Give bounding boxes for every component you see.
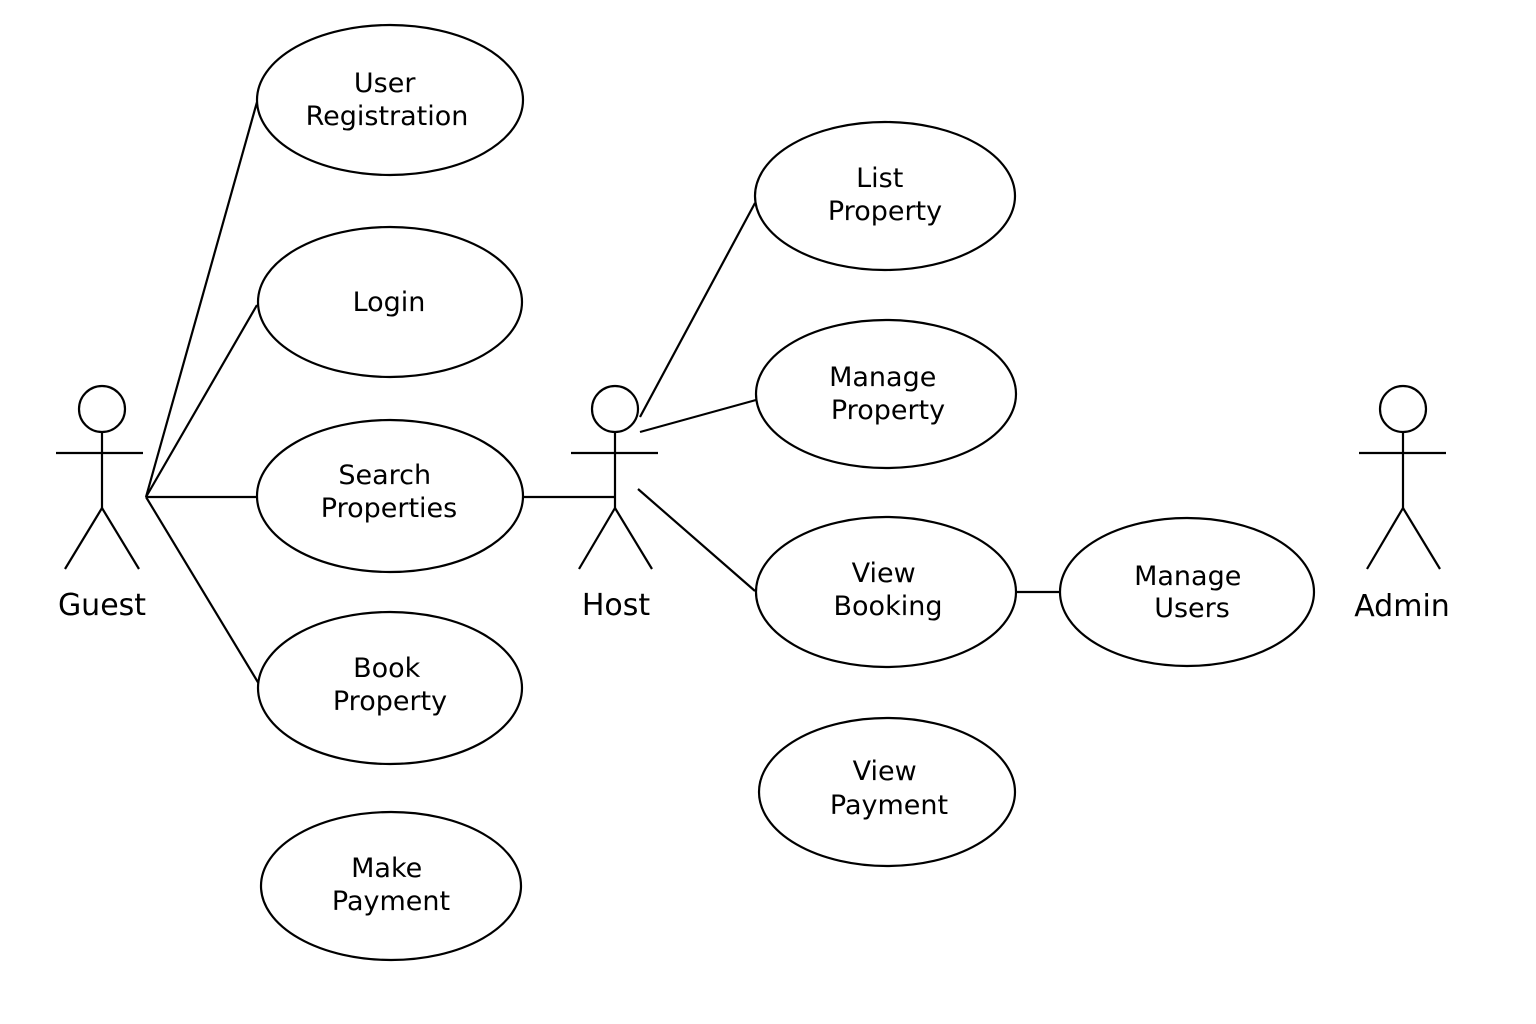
actor-host: Host bbox=[571, 384, 658, 623]
stick-figure-icon bbox=[56, 384, 143, 570]
use-case-label-line: Payment bbox=[830, 790, 948, 821]
use-case-label-line: Payment bbox=[332, 886, 450, 917]
svg-text:View Booking: View Booking bbox=[834, 558, 943, 622]
association-guest-login bbox=[145, 304, 258, 498]
svg-text:Login: Login bbox=[353, 287, 426, 318]
use-case-label-line: User bbox=[354, 68, 416, 99]
association-host-list-property bbox=[639, 202, 756, 418]
use-case-make-payment: Make Payment bbox=[259, 810, 523, 962]
use-case-view-booking: View Booking bbox=[754, 515, 1018, 669]
use-case-label-line: Users bbox=[1154, 593, 1230, 624]
stick-figure-icon bbox=[1359, 384, 1446, 570]
associations bbox=[144, 101, 1061, 685]
stick-figure-icon bbox=[571, 384, 658, 570]
use-case-label-line: Registration bbox=[306, 101, 469, 132]
svg-text:Book Property: Book Property bbox=[333, 653, 447, 717]
use-case-user-registration: User Registration bbox=[255, 23, 525, 177]
use-case-label-line: Booking bbox=[834, 591, 943, 622]
use-case-list-property: List Property bbox=[753, 120, 1017, 272]
svg-text:User Registration: User Registration bbox=[306, 68, 469, 132]
use-case-login: Login bbox=[256, 225, 524, 379]
use-case-label-line: Login bbox=[353, 287, 426, 318]
use-case-label-line: Properties bbox=[321, 493, 457, 524]
use-case-book-property: Book Property bbox=[256, 610, 524, 766]
association-guest-user-registration bbox=[144, 101, 259, 498]
use-case-label-line: View bbox=[853, 756, 917, 787]
actor-label-host: Host bbox=[582, 588, 651, 623]
use-case-label-line: Book bbox=[353, 653, 421, 684]
association-host-view-booking bbox=[637, 488, 756, 592]
svg-text:View Payment: View Payment bbox=[830, 756, 948, 821]
use-case-label-line: View bbox=[852, 558, 916, 589]
svg-text:List Property: List Property bbox=[828, 163, 942, 227]
use-case-label-line: Make bbox=[351, 853, 422, 884]
svg-text:Search Properties: Search Properties bbox=[321, 460, 457, 524]
use-case-label-line: Property bbox=[333, 686, 447, 717]
use-case-label-line: List bbox=[856, 163, 903, 194]
association-host-manage-property bbox=[639, 398, 757, 434]
use-case-label-line: Search bbox=[338, 460, 431, 491]
use-case-label-line: Property bbox=[831, 395, 945, 426]
svg-text:Manage Property: Manage Property bbox=[829, 362, 945, 426]
svg-text:Make Payment: Make Payment bbox=[332, 853, 450, 917]
actor-label-admin: Admin bbox=[1354, 589, 1450, 624]
use-case-label-line: Manage bbox=[829, 362, 936, 393]
use-case-manage-users: Manage Users bbox=[1058, 516, 1316, 668]
use-case-search-properties: Search Properties bbox=[255, 418, 525, 574]
association-guest-book-property bbox=[145, 496, 260, 685]
actor-label-guest: Guest bbox=[58, 588, 146, 623]
use-case-view-payment: View Payment bbox=[757, 716, 1017, 868]
use-case-label-line: Manage bbox=[1134, 561, 1241, 592]
svg-text:Manage Users: Manage Users bbox=[1134, 561, 1250, 624]
use-case-manage-property: Manage Property bbox=[754, 318, 1018, 470]
actor-admin: Admin bbox=[1354, 384, 1450, 624]
use-case-label-line: Property bbox=[828, 196, 942, 227]
actor-guest: Guest bbox=[56, 384, 146, 623]
